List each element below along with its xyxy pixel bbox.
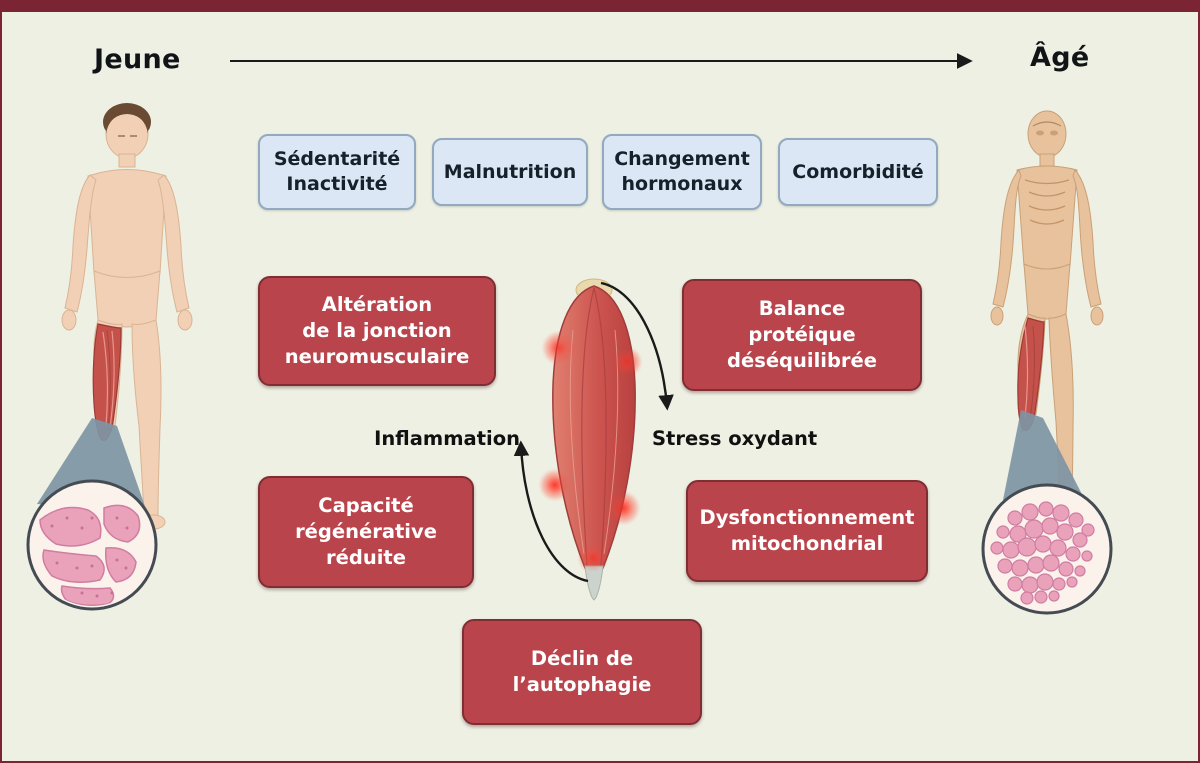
aged-person-illustration [981,110,1113,615]
skeletal-muscle-illustration [513,278,674,601]
cause-box-malnutrition: Malnutrition [432,138,588,206]
mechanism-box-neuromuscular-junction: Altération de la jonction neuromusculair… [258,276,496,386]
cycle-label-inflammation: Inflammation [374,427,520,450]
mechanism-box-label: Capacité régénérative réduite [295,493,437,570]
cause-box-hormonal-changes: Changement hormonaux [602,134,762,210]
cause-box-label: Comorbidité [792,160,924,183]
young-leg-muscle [92,323,122,441]
atrophied-muscle-cross-section [981,483,1113,615]
mechanism-box-protein-balance: Balance protéique déséquilibrée [682,279,922,391]
cycle-arrows [513,281,674,583]
timeline-label-aged: Âgé [1030,42,1090,73]
timeline-arrow [230,53,973,69]
mechanism-box-label: Déclin de l’autophagie [512,646,652,696]
muscle-inflammation-spots [540,332,641,572]
cause-box-label: Changement hormonaux [614,148,750,195]
mechanism-box-label: Dysfonctionnement mitochondrial [699,505,915,555]
mechanism-box-autophagy-decline: Déclin de l’autophagie [462,619,702,725]
mechanism-box-regenerative-capacity: Capacité régénérative réduite [258,476,474,588]
healthy-muscle-cross-section [26,479,158,611]
young-body [61,103,193,530]
young-person-illustration [26,103,193,611]
cycle-label-oxidative-stress: Stress oxydant [652,427,818,450]
cause-box-comorbidity: Comorbidité [778,138,938,206]
mechanism-box-label: Altération de la jonction neuromusculair… [284,292,470,369]
zoom-cone [1003,410,1089,508]
cause-box-label: Sédentarité Inactivité [273,148,401,195]
mechanism-box-mitochondrial-dysfunction: Dysfonctionnement mitochondrial [686,480,928,582]
mechanism-box-label: Balance protéique déséquilibrée [727,296,877,373]
cause-box-label: Malnutrition [443,160,577,183]
top-accent-bar [2,2,1198,12]
cause-box-sedentarity: Sédentarité Inactivité [258,134,416,210]
timeline-label-young: Jeune [94,44,181,75]
